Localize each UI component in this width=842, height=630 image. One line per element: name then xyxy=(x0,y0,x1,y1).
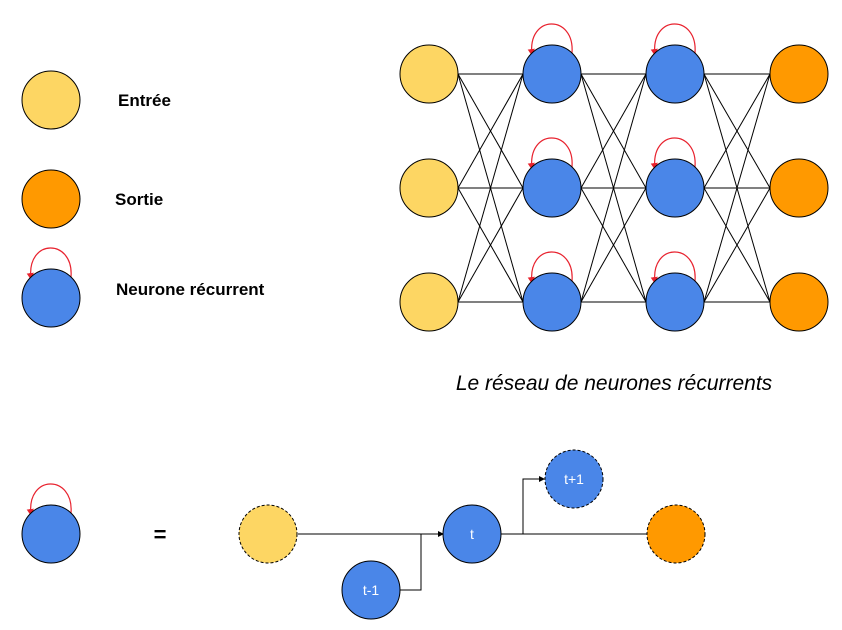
edge-l1n2-l2n0 xyxy=(580,73,647,303)
network-edges xyxy=(457,73,771,303)
recurrent-loop-icon xyxy=(527,23,573,57)
recurrent-loop-icon xyxy=(650,23,696,57)
input-node-icon xyxy=(21,70,81,130)
recurrent-loop-icon xyxy=(650,251,696,285)
legend-label-recurrent: Neurone récurrent xyxy=(116,280,265,299)
edge-l0n1-l1n0 xyxy=(457,73,524,189)
legend: Entrée Sortie Neurone récurrent xyxy=(21,70,265,328)
edge-l0n2-l1n0 xyxy=(457,73,524,303)
unrolled-equivalence: = t-1 t t+1 xyxy=(21,449,706,620)
unrolled-node-t-plus-1: t+1 xyxy=(544,449,604,509)
recurrent-node xyxy=(645,158,705,218)
unrolled-input-node xyxy=(238,504,298,564)
edge-l2n1-l3n0 xyxy=(703,73,771,189)
node-label-t-plus-1: t+1 xyxy=(564,471,584,487)
recurrent-loop-icon xyxy=(527,137,573,171)
edge-l1n2-l2n1 xyxy=(580,187,647,303)
output-node xyxy=(769,272,829,332)
recurrent-network xyxy=(399,23,829,332)
unrolled-output-node xyxy=(646,504,706,564)
input-node xyxy=(399,158,459,218)
recurrent-node xyxy=(522,272,582,332)
output-node xyxy=(769,44,829,104)
node-label-t: t xyxy=(470,526,474,542)
legend-item-input: Entrée xyxy=(21,70,171,130)
edge-l1n1-l2n0 xyxy=(580,73,647,189)
input-node xyxy=(399,44,459,104)
output-node-icon xyxy=(21,169,81,229)
node-label-t-minus-1: t-1 xyxy=(363,582,380,598)
legend-label-input: Entrée xyxy=(118,91,171,110)
recurrent-loop-icon xyxy=(26,247,72,281)
edge-t-minus-1-to-t xyxy=(400,534,422,591)
legend-label-output: Sortie xyxy=(115,190,163,209)
network-caption: Le réseau de neurones récurrents xyxy=(456,372,773,395)
input-node xyxy=(399,272,459,332)
edge-l2n2-l3n0 xyxy=(703,73,771,303)
output-node xyxy=(769,158,829,218)
edge-l2n2-l3n1 xyxy=(703,187,771,303)
network-nodes xyxy=(399,44,829,332)
recurrent-node xyxy=(645,44,705,104)
legend-item-output: Sortie xyxy=(21,169,163,229)
recurrent-loop-icon xyxy=(527,251,573,285)
recurrent-loop-icon xyxy=(650,137,696,171)
recurrent-node xyxy=(522,158,582,218)
unrolled-node-t: t xyxy=(442,504,502,564)
equals-sign: = xyxy=(154,522,167,547)
edge-t-to-t-plus-1 xyxy=(522,476,545,534)
recurrent-loop-icon xyxy=(26,483,72,517)
legend-item-recurrent: Neurone récurrent xyxy=(21,247,265,328)
edge-l0n2-l1n1 xyxy=(457,187,524,303)
recurrent-node xyxy=(645,272,705,332)
recurrent-node xyxy=(522,44,582,104)
network-loops xyxy=(527,23,696,285)
unrolled-node-t-minus-1: t-1 xyxy=(341,560,401,620)
single-recurrent-neuron xyxy=(21,483,81,564)
recurrent-node-icon xyxy=(21,268,81,328)
recurrent-node-icon xyxy=(21,504,81,564)
